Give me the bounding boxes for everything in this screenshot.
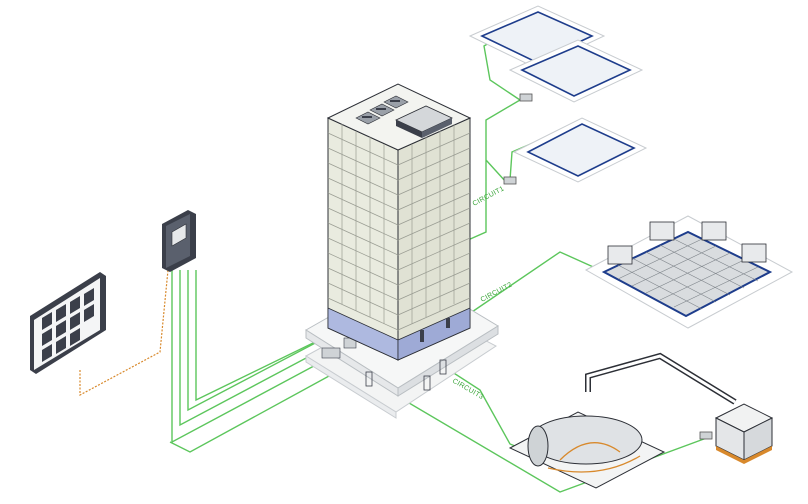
circuit-2-label: CIRCUIT2 <box>480 281 514 303</box>
junction-box <box>519 93 533 102</box>
controller-wire-b <box>179 270 341 427</box>
rooftop-panels <box>468 5 648 185</box>
controller-wire-d <box>195 270 351 402</box>
keypad-wire <box>79 269 169 397</box>
heating-unit-icon <box>607 245 633 265</box>
circuit-1-label: CIRCUIT1 <box>472 185 506 207</box>
floor-heating-system <box>584 215 794 329</box>
keypad-icon <box>30 272 106 374</box>
heating-unit-icon <box>741 243 767 263</box>
tank-system <box>508 352 774 489</box>
heating-unit-icon <box>701 221 727 241</box>
circuit2-wire <box>465 251 601 317</box>
office-tower-icon <box>326 83 472 361</box>
heated-slab-icon <box>526 123 636 177</box>
controller-wire-a <box>171 270 341 444</box>
controller-wire-c <box>187 270 341 412</box>
junction-box <box>503 176 517 185</box>
heated-slab-icon <box>520 45 632 97</box>
rooftop-equipment <box>355 95 453 138</box>
heating-unit-icon <box>649 221 675 241</box>
control-unit-icon <box>162 210 196 272</box>
heated-slab-icon <box>480 11 594 63</box>
